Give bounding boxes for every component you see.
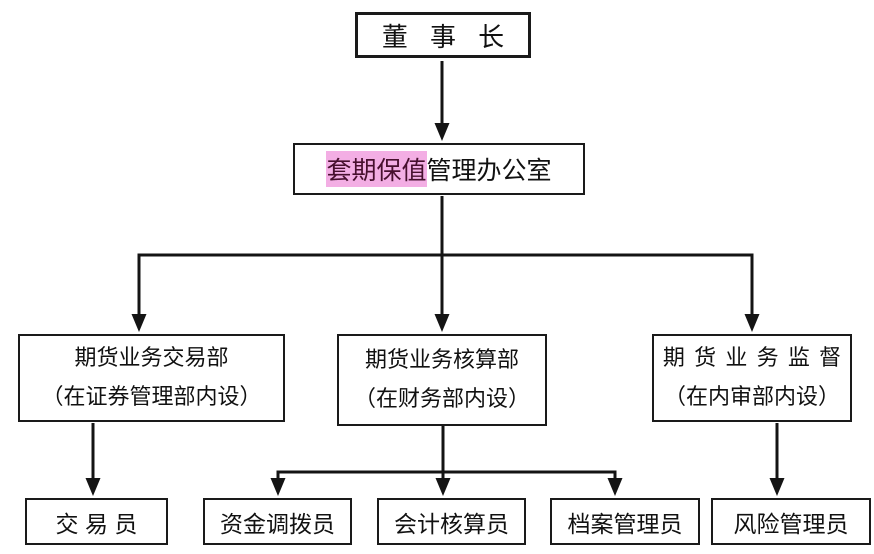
arrowhead-supervision (744, 314, 760, 332)
node-hedging-office: 套期保值管理办公室 (293, 143, 585, 195)
staff-risk-label: 风险管理员 (733, 511, 849, 538)
staff-accountant-label: 会计核算员 (394, 511, 509, 538)
node-staff-accountant: 会计核算员 (377, 498, 526, 545)
dept-supervision-name: 期货业务监督 (662, 346, 851, 371)
arrowhead-archive (607, 478, 623, 496)
node-dept-trading: 期货业务交易部 （在证券管理部内设） (18, 334, 285, 422)
arrowhead-accountant (435, 478, 451, 496)
arrowhead-trader (85, 478, 101, 496)
node-staff-archivist: 档案管理员 (550, 498, 700, 545)
node-staff-risk-manager: 风险管理员 (711, 498, 871, 545)
dept-accounting-note: （在财务部内设） (353, 387, 530, 412)
office-rest-text: 管理办公室 (426, 156, 552, 185)
office-highlighted-text: 套期保值 (326, 151, 427, 187)
node-staff-trader: 交易员 (25, 498, 168, 545)
staff-archive-label: 档案管理员 (567, 511, 683, 538)
chairman-label: 董事长 (381, 22, 527, 53)
arrowhead-office (434, 123, 450, 141)
arrowhead-trading (131, 314, 147, 332)
arrowhead-accounting (434, 314, 450, 332)
arrowhead-fund (270, 478, 286, 496)
node-staff-fund-allocator: 资金调拨员 (203, 498, 352, 545)
dept-supervision-note: （在内审部内设） (663, 385, 840, 410)
dept-accounting-name: 期货业务核算部 (364, 348, 519, 373)
node-dept-accounting: 期货业务核算部 （在财务部内设） (337, 334, 547, 426)
node-chairman: 董事长 (355, 12, 531, 58)
dept-trading-note: （在证券管理部内设） (41, 385, 262, 410)
arrowhead-risk (769, 478, 785, 496)
staff-fund-label: 资金调拨员 (220, 511, 335, 538)
node-dept-supervision: 期货业务监督 （在内审部内设） (652, 334, 852, 422)
dept-trading-name: 期货业务交易部 (74, 346, 229, 371)
staff-trader-label: 交易员 (55, 511, 144, 538)
